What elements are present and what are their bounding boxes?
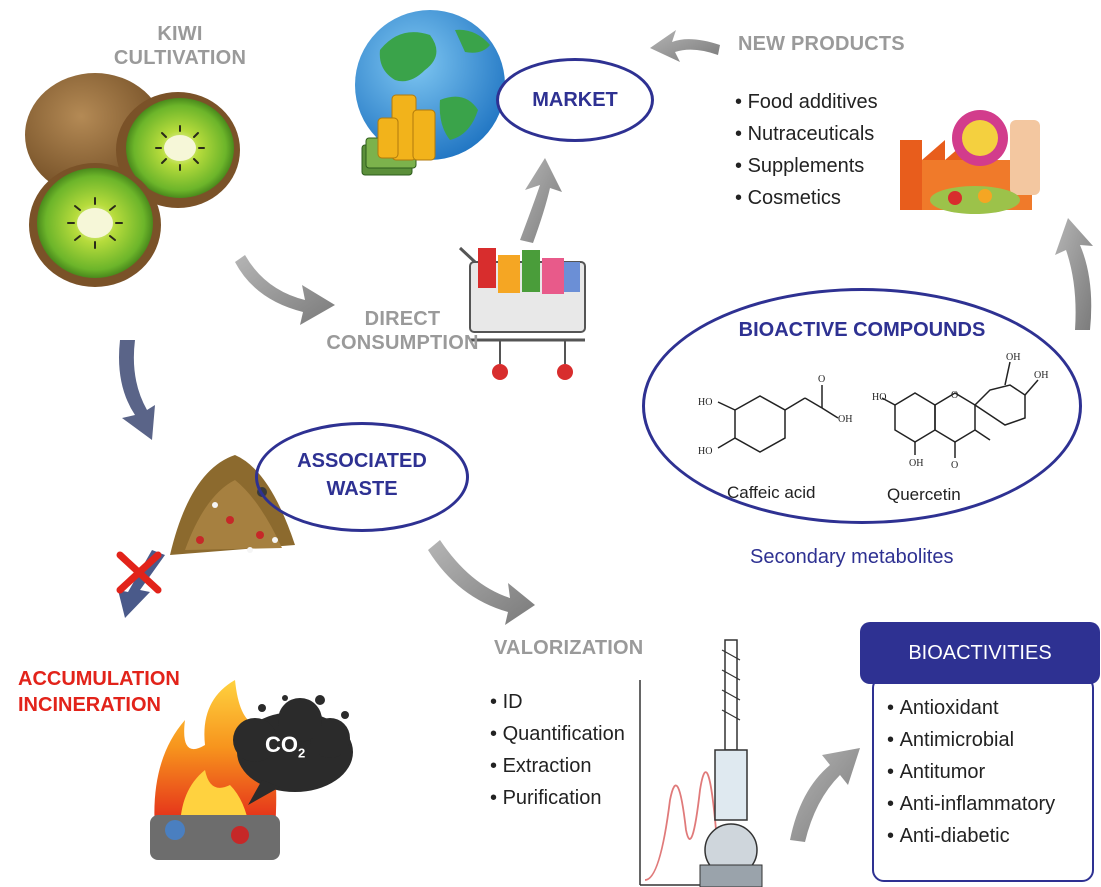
new-products-item: Nutraceuticals	[735, 118, 878, 150]
kiwi-cultivation-line1: KIWI	[157, 23, 203, 45]
extraction-apparatus-icon	[639, 639, 763, 887]
new-products-item: Food additives	[735, 86, 878, 118]
co2-subscript: 2	[298, 745, 306, 761]
blocked-arrow	[116, 550, 165, 618]
valorization-item: Extraction	[490, 750, 625, 782]
associated-waste-line2: WASTE	[326, 478, 398, 500]
flow-arrows	[235, 30, 1093, 842]
accumulation-line1: ACCUMULATION	[18, 668, 180, 690]
bioactivities-item: Anti-inflammatory	[887, 788, 1056, 820]
associated-waste-label: ASSOCIATED WASTE	[258, 447, 466, 503]
valorization-item: ID	[490, 686, 625, 718]
shopping-cart-icon	[458, 246, 586, 380]
arrow-valorization-to-bioactivities	[790, 748, 860, 842]
accumulation-incineration-label: ACCUMULATION INCINERATION	[18, 666, 180, 718]
valorization-title: VALORIZATION	[494, 637, 644, 659]
accumulation-line2: INCINERATION	[18, 694, 161, 716]
bioactivities-item: Antioxidant	[887, 692, 1055, 724]
globe-money-icon	[355, 10, 505, 176]
arrow-products-to-market	[650, 30, 720, 62]
new-products-item: Cosmetics	[735, 182, 878, 214]
arrow-kiwi-to-waste	[119, 340, 155, 440]
valorization-list: ID Quantification Extraction Purificatio…	[490, 686, 625, 814]
kiwi-illustration	[25, 73, 240, 287]
market-label: MARKET	[532, 89, 618, 111]
arrow-kiwi-to-consumption	[235, 255, 335, 325]
caffeic-acid-label: Caffeic acid	[727, 483, 816, 502]
new-products-list: Food additives Nutraceuticals Supplement…	[735, 86, 878, 214]
new-products-title: NEW PRODUCTS	[738, 33, 905, 55]
bioactivities-list: Antioxidant Antimicrobial Antitumor Anti…	[887, 692, 1056, 852]
bioactivities-title: BIOACTIVITIES	[860, 622, 1100, 684]
arrow-cart-to-market	[520, 158, 562, 243]
arrow-waste-to-valorization	[428, 540, 535, 625]
co2-label: CO2	[265, 732, 305, 760]
associated-waste-line1: ASSOCIATED	[297, 450, 427, 472]
co2-main: CO	[265, 732, 298, 757]
market-ellipse: MARKET	[496, 58, 654, 142]
quercetin-label: Quercetin	[887, 485, 961, 504]
direct-consumption-line1: DIRECT	[364, 308, 441, 330]
direct-consumption-label: DIRECT CONSUMPTION	[320, 307, 485, 355]
valorization-item: Quantification	[490, 718, 625, 750]
arrow-bioactive-to-products	[1055, 218, 1093, 330]
secondary-metabolites-caption: Secondary metabolites	[750, 546, 954, 568]
kiwi-cultivation-label: KIWI CULTIVATION	[95, 22, 265, 70]
bioactivities-item: Antimicrobial	[887, 724, 1055, 756]
bioactivities-item: Anti-diabetic	[887, 820, 1055, 852]
bioactive-compounds-title: BIOACTIVE COMPOUNDS	[738, 319, 986, 341]
bioactive-compounds-ellipse: BIOACTIVE COMPOUNDS Caffeic acid Quercet…	[642, 288, 1082, 524]
associated-waste-ellipse: ASSOCIATED WASTE	[255, 422, 469, 532]
direct-consumption-line2: CONSUMPTION	[326, 332, 479, 354]
factory-products-icon	[900, 110, 1040, 214]
valorization-item: Purification	[490, 782, 625, 814]
fire-co2-icon	[150, 680, 353, 860]
kiwi-cultivation-line2: CULTIVATION	[113, 47, 247, 69]
new-products-item: Supplements	[735, 150, 878, 182]
bioactivities-item: Antitumor	[887, 756, 1055, 788]
